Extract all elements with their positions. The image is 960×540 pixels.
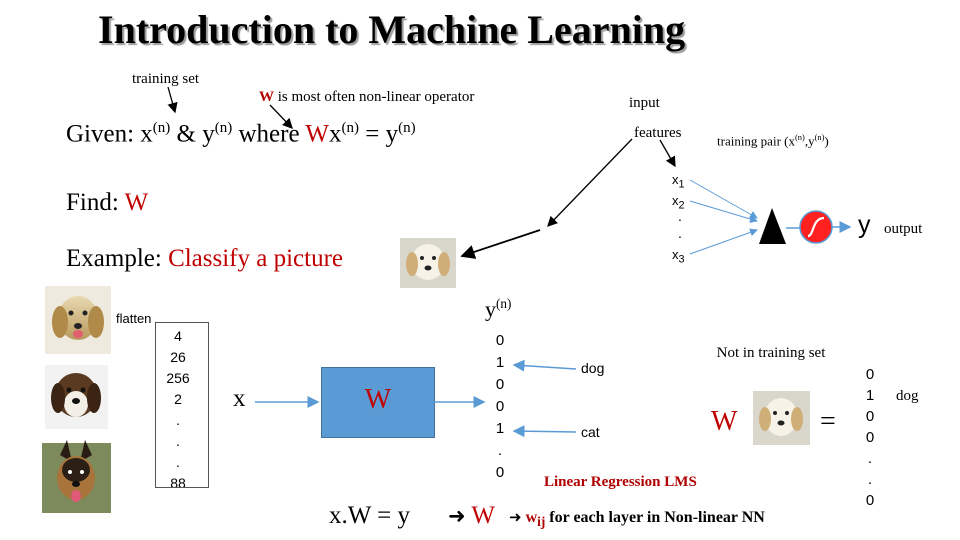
linear-regression-label: Linear Regression LMS bbox=[544, 474, 697, 490]
w-apply-label: W bbox=[711, 406, 738, 437]
y-vector-entry: 1 bbox=[495, 420, 505, 437]
y-vector-entry: 0 bbox=[495, 464, 505, 481]
input-x2: x2 bbox=[672, 193, 685, 212]
dog-class-label: dog bbox=[581, 360, 605, 376]
training-set-label: training set bbox=[132, 71, 200, 87]
german-shepherd-photo-icon bbox=[42, 440, 111, 513]
cat-class-label: cat bbox=[581, 424, 600, 440]
result-vector-entry: 0 bbox=[865, 366, 875, 383]
x-vector-entry: 26 bbox=[170, 349, 186, 365]
arrow-icon: ➜ bbox=[448, 504, 466, 528]
dog-arrow bbox=[512, 359, 577, 372]
sigmoid-node-icon bbox=[799, 210, 833, 244]
arrow-icon: ➜ bbox=[509, 508, 522, 526]
not-in-training-label: Not in training set bbox=[716, 345, 826, 361]
result-vector: 0 1 0 0.. 0 bbox=[840, 364, 900, 511]
equals-sign: = bbox=[820, 406, 836, 437]
arrow-w-statement: ➜ W bbox=[448, 502, 496, 529]
x-vector-entry: . bbox=[176, 454, 180, 470]
input-line-x1 bbox=[689, 179, 758, 219]
input-dot: . bbox=[678, 208, 682, 224]
training-pair-arrow bbox=[547, 138, 633, 227]
example-statement: Example: Classify a picture bbox=[66, 245, 344, 272]
golden-retriever-photo-icon bbox=[45, 286, 111, 354]
y-vector-entry: 0 bbox=[495, 398, 505, 415]
result-label: dog bbox=[896, 388, 919, 404]
result-vector-entry: . bbox=[867, 471, 873, 488]
w-note: W is most often non-linear operator bbox=[259, 89, 475, 105]
beagle-puppy-photo-icon bbox=[45, 365, 108, 429]
x-vector-entry: . bbox=[176, 412, 180, 428]
y-vector-entry: 0 bbox=[495, 332, 505, 349]
training-set-arrow bbox=[167, 86, 178, 114]
result-vector-entry: 0 bbox=[865, 492, 875, 509]
slide-title: Introduction to Machine Learning bbox=[98, 7, 686, 52]
features-arrow bbox=[659, 139, 676, 168]
w-operator-box: W bbox=[321, 367, 435, 438]
w-note-arrow bbox=[269, 104, 293, 129]
input-dot: . bbox=[678, 225, 682, 241]
flatten-label: flatten bbox=[116, 311, 152, 326]
input-x3: x3 bbox=[672, 247, 685, 266]
wij-statement: ➜ wij for each layer in Non-linear NN bbox=[509, 508, 765, 530]
features-label: features bbox=[634, 125, 682, 141]
y-vector-entry: . bbox=[497, 442, 503, 459]
cat-arrow bbox=[512, 425, 577, 438]
white-puppy-photo-icon bbox=[400, 238, 456, 288]
xw-equation: x.W = y bbox=[329, 502, 410, 529]
result-vector-entry: 1 bbox=[865, 387, 875, 404]
x-vector-entry: 4 bbox=[174, 328, 182, 344]
x-vector-entry: 256 bbox=[166, 370, 190, 386]
x-vector-bracket bbox=[155, 322, 209, 488]
perceptron-triangle-icon bbox=[759, 208, 786, 244]
input-line-x2 bbox=[689, 200, 758, 223]
training-pair-label: training pair (x(n),y(n)) bbox=[717, 132, 829, 149]
y-vector-entry: 0 bbox=[495, 376, 505, 393]
input-label: input bbox=[629, 95, 660, 111]
input-line-x3 bbox=[689, 228, 758, 255]
given-statement: Given: x(n) & y(n) where Wx(n) = y(n) bbox=[66, 120, 416, 148]
result-vector-entry: . bbox=[867, 450, 873, 467]
yn-label: y(n) bbox=[485, 296, 512, 322]
input-x1: x1 bbox=[672, 172, 685, 191]
output-symbol: y bbox=[858, 211, 871, 239]
x-label: x bbox=[233, 385, 246, 412]
x-vector-entry: . bbox=[176, 433, 180, 449]
output-label: output bbox=[884, 221, 923, 237]
x-vector-entry: 2 bbox=[174, 391, 182, 407]
picture-arrow bbox=[460, 229, 541, 259]
white-puppy-test-photo-icon bbox=[753, 391, 810, 445]
find-statement: Find: W bbox=[66, 189, 149, 216]
y-vector: 0 1 0 0 1. 0 bbox=[470, 330, 530, 484]
y-vector-entry: 1 bbox=[495, 354, 505, 371]
result-vector-entry: 0 bbox=[865, 429, 875, 446]
result-vector-entry: 0 bbox=[865, 408, 875, 425]
sigmoid-curve-icon bbox=[807, 216, 825, 238]
